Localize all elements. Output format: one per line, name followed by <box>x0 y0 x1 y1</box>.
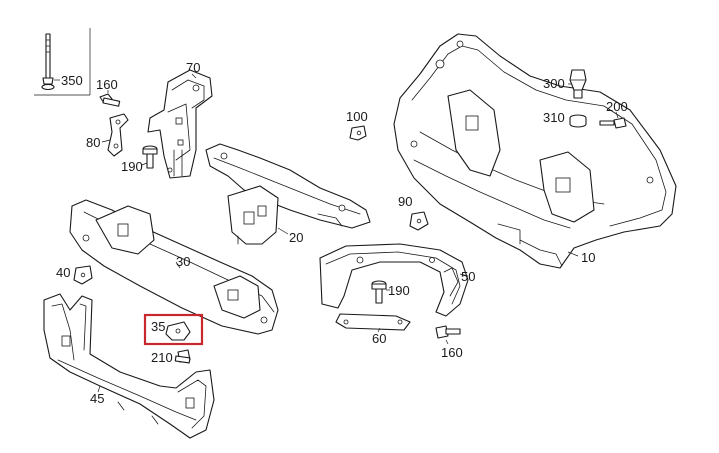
callout-300: 300 <box>543 76 565 91</box>
part-310-nut <box>569 114 587 128</box>
callout-20: 20 <box>289 230 303 245</box>
part-30-bumper-carrier <box>69 199 279 335</box>
part-50-lamp-bracket <box>319 243 469 331</box>
part-20-cross-member <box>205 143 371 245</box>
callout-350: 350 <box>61 73 83 88</box>
callout-190-center: 190 <box>388 283 410 298</box>
part-35-bracket <box>165 321 191 341</box>
part-300-clip <box>568 69 587 99</box>
callout-310: 310 <box>543 110 565 125</box>
callout-200: 200 <box>606 99 628 114</box>
callout-190-left: 190 <box>121 159 143 174</box>
callout-45: 45 <box>90 391 104 406</box>
part-200-bolt <box>599 111 627 129</box>
part-40-bracket <box>73 265 93 285</box>
callout-60: 60 <box>372 331 386 346</box>
part-100-bracket <box>349 125 367 141</box>
part-160-bolt-bottom <box>435 325 461 345</box>
part-160-bolt-top <box>99 90 121 107</box>
part-350-bolt <box>34 28 91 96</box>
part-190-bolt-left <box>141 145 158 169</box>
part-70-bracket <box>147 69 213 179</box>
highlight-box-35 <box>143 313 204 346</box>
callout-40: 40 <box>56 265 70 280</box>
part-90-bracket <box>409 211 429 231</box>
callout-35: 35 <box>151 319 165 334</box>
part-210-bolt <box>174 349 191 364</box>
callout-160-top: 160 <box>96 77 118 92</box>
callout-210: 210 <box>151 350 173 365</box>
callout-10: 10 <box>581 250 595 265</box>
callout-30: 30 <box>176 254 190 269</box>
callout-80: 80 <box>86 135 100 150</box>
callout-50: 50 <box>461 269 475 284</box>
part-190-bolt-center <box>371 280 390 304</box>
part-80-bracket <box>101 113 129 157</box>
callout-160-bottom: 160 <box>441 345 463 360</box>
callout-100: 100 <box>346 109 368 124</box>
part-45-lower-support <box>43 293 215 439</box>
part-10-front-frame <box>393 33 677 269</box>
callout-90: 90 <box>398 194 412 209</box>
